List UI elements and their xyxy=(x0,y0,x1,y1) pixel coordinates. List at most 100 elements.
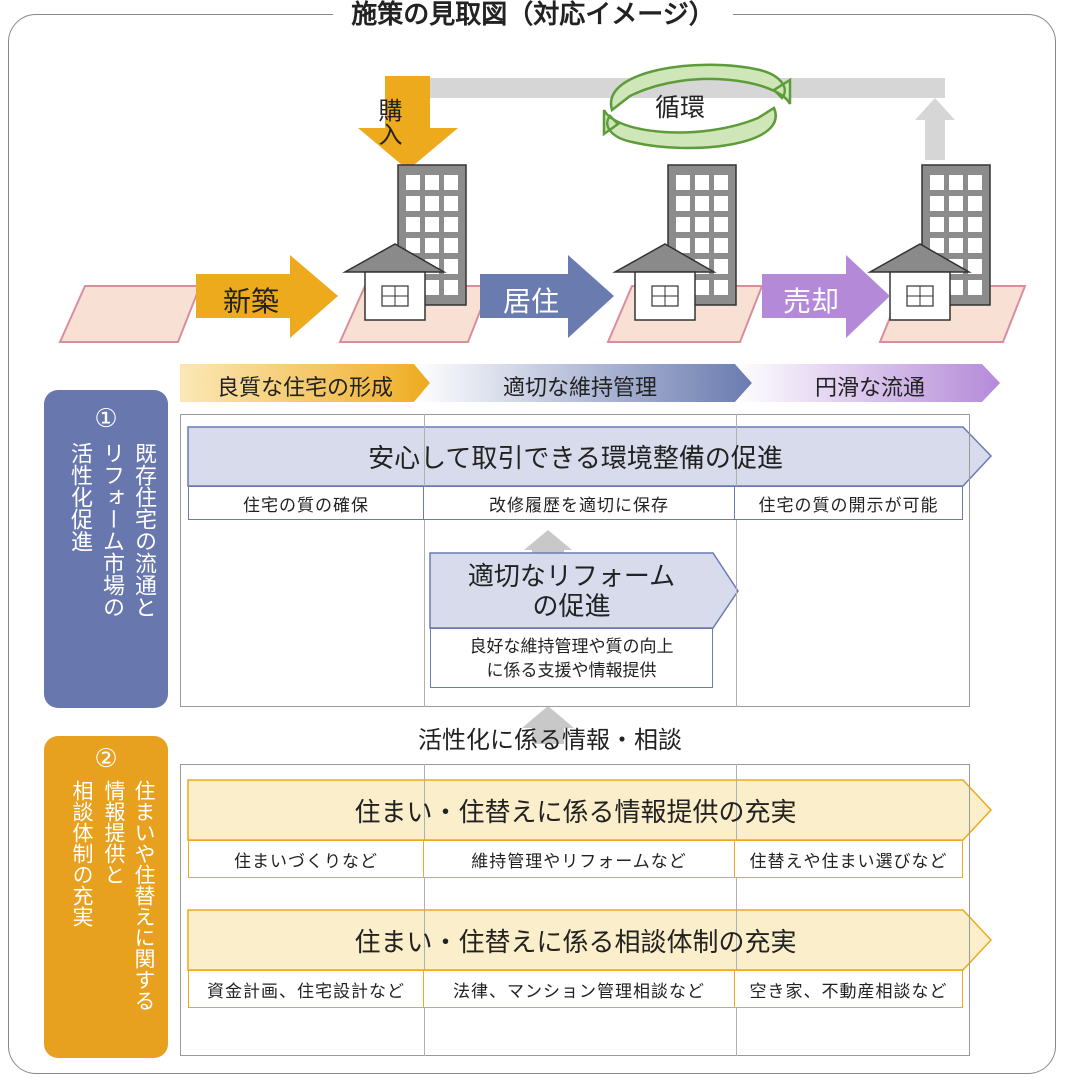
section1-label-line1: 既存住宅の流通と xyxy=(131,442,156,618)
section2-item2-3: 空き家、不動産相談など xyxy=(735,970,963,1008)
building-window xyxy=(714,259,728,274)
up-arrow-middle xyxy=(522,706,574,744)
building-window xyxy=(930,175,944,190)
purchase-arrow xyxy=(358,76,458,170)
building-window xyxy=(425,175,439,190)
section2-banner1-label: 住まい・住替えに係る情報提供の充実 xyxy=(354,798,797,828)
building-window xyxy=(695,238,709,253)
phase-band-2 xyxy=(414,364,752,402)
section2-number: ② xyxy=(94,744,118,774)
section1-label-line3: 活性化促進 xyxy=(67,442,92,552)
section2-grid xyxy=(180,764,970,1056)
building-window xyxy=(695,217,709,232)
building-window xyxy=(930,196,944,211)
building-window xyxy=(714,280,728,295)
building-window xyxy=(676,196,690,211)
section1-number: ① xyxy=(94,404,118,434)
building-window xyxy=(714,238,728,253)
building-window xyxy=(968,238,982,253)
phase-label-1: 良質な住宅の形成 xyxy=(216,376,393,401)
building-window xyxy=(406,175,420,190)
section2-label-line1: 住まいや住替えに関する xyxy=(132,780,156,1011)
building-window xyxy=(444,196,458,211)
building-window xyxy=(444,238,458,253)
building-window xyxy=(695,280,709,295)
diagram-title: 施策の見取図（対応イメージ） xyxy=(0,0,1066,30)
stage-arrow-new xyxy=(196,255,338,338)
cycle-label: 循環 xyxy=(654,93,705,122)
building-window xyxy=(949,217,963,232)
building-window xyxy=(425,196,439,211)
building-window xyxy=(714,196,728,211)
recycle-arrow xyxy=(430,78,955,160)
phase-label-2: 適切な維持管理 xyxy=(502,376,657,401)
banner-shape-2 xyxy=(187,779,993,841)
section1-item-3: 住宅の質の開示が可能 xyxy=(735,486,963,520)
up-arrow-reform xyxy=(524,530,572,556)
section1-grid-divider xyxy=(424,414,737,707)
building-window xyxy=(425,280,439,295)
building-window xyxy=(444,217,458,232)
house-icon-1 xyxy=(342,243,447,321)
stage-arrow-sell xyxy=(762,255,890,338)
building-window xyxy=(930,217,944,232)
reform-desc: 良好な維持管理や質の向上 に係る支援や情報提供 xyxy=(430,628,713,688)
building-window xyxy=(968,217,982,232)
section1-item-2: 改修履歴を適切に保存 xyxy=(424,486,735,520)
section2-label-line2: 情報提供と xyxy=(102,780,126,885)
section2-item1-2: 維持管理やリフォームなど xyxy=(424,840,735,878)
phase-band-3 xyxy=(735,364,1000,402)
building-window xyxy=(444,175,458,190)
reform-shape xyxy=(429,552,739,629)
building-window xyxy=(968,280,982,295)
building-window xyxy=(949,196,963,211)
house-icon-2 xyxy=(612,243,717,321)
section1-grid xyxy=(180,414,970,707)
building-window xyxy=(930,238,944,253)
stage-label-new: 新築 xyxy=(222,285,279,318)
building-window xyxy=(714,217,728,232)
building-window xyxy=(425,238,439,253)
stage-label-live: 居住 xyxy=(502,285,559,318)
section1-banner-label: 安心して取引できる環境整備の促進 xyxy=(368,444,783,474)
building-window xyxy=(676,217,690,232)
section2-item2-1: 資金計画、住宅設計など xyxy=(188,970,424,1008)
banner-shape-3 xyxy=(187,909,993,971)
banner-shape-1 xyxy=(187,426,993,487)
section1-label-line2: リフォーム市場の xyxy=(99,442,124,618)
building-window xyxy=(406,238,420,253)
building-window xyxy=(695,196,709,211)
building-window xyxy=(425,217,439,232)
phase-label-3: 円滑な流通 xyxy=(814,376,925,401)
house-icon-3 xyxy=(867,243,972,321)
section1-item-1: 住宅の質の確保 xyxy=(188,486,424,520)
building-window xyxy=(676,238,690,253)
section2-item2-2: 法律、マンション管理相談など xyxy=(424,970,735,1008)
stage-label-sell: 売却 xyxy=(782,285,839,318)
stage-arrow-live xyxy=(480,255,614,338)
section2-label-line3: 相談体制の充実 xyxy=(70,780,94,927)
building-window xyxy=(695,175,709,190)
building-window xyxy=(406,196,420,211)
section2-side-label: ② 住まいや住替えに関する 情報提供と 相談体制の充実 xyxy=(44,736,168,1058)
section2-item1-1: 住まいづくりなど xyxy=(188,840,424,878)
building-window xyxy=(968,196,982,211)
reform-title: 適切なリフォーム の促進 xyxy=(467,562,676,622)
section2-banner2-label: 住まい・住替えに係る相談体制の充実 xyxy=(354,928,797,958)
building-window xyxy=(949,238,963,253)
building-window xyxy=(444,259,458,274)
building-window xyxy=(406,217,420,232)
purchase-label: 購入 xyxy=(374,98,402,146)
middle-label: 活性化に係る情報・相談 xyxy=(418,726,682,754)
building-window xyxy=(714,175,728,190)
section2-grid-divider xyxy=(424,764,737,1056)
building-window xyxy=(949,280,963,295)
building-window xyxy=(949,175,963,190)
section2-item1-3: 住替えや住まい選びなど xyxy=(735,840,963,878)
building-window xyxy=(444,280,458,295)
section1-side-label: ① 既存住宅の流通と リフォーム市場の 活性化促進 xyxy=(44,390,168,708)
phase-band-1 xyxy=(180,364,430,402)
building-window xyxy=(676,175,690,190)
building-window xyxy=(968,259,982,274)
